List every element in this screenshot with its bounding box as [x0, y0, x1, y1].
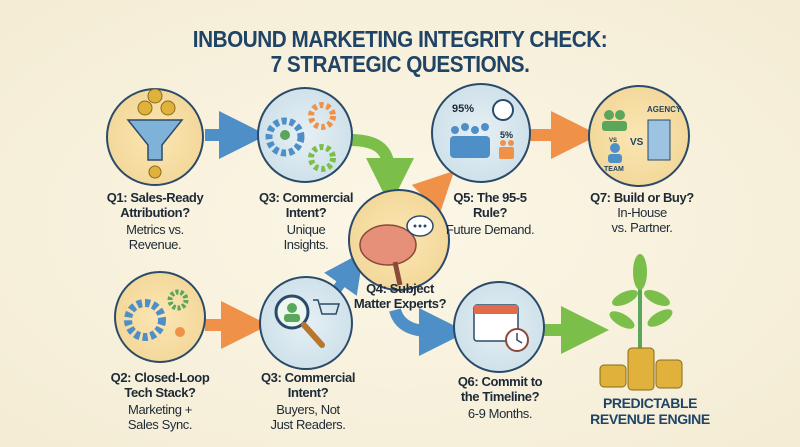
funnel-coins-icon [106, 88, 204, 186]
magnifier-cart-icon [259, 276, 353, 370]
vs-large: VS [630, 137, 644, 148]
q2-sub-1: Marketing + [128, 402, 192, 417]
outcome-label: PREDICTABLE REVENUE ENGINE [575, 395, 725, 427]
q1-sub-2: Revenue. [128, 237, 182, 252]
q3a-title-2: Intent? [285, 205, 327, 220]
team-label: TEAM [604, 166, 624, 173]
q4-title-1: Q4: Subject [366, 281, 434, 296]
arrow-q3-q4b [324, 251, 364, 296]
calendar-clock-icon [453, 281, 545, 373]
stat-5: 5% [500, 130, 513, 140]
step-q3-bottom: Q3: Commercial Intent? Buyers, Not Just … [233, 370, 383, 432]
brain-speech-icon [348, 189, 450, 291]
q2-title-1: Q2: Closed-Loop [110, 370, 210, 385]
agency-label: AGENCY [647, 105, 682, 114]
q1-title-2: Attribution? [120, 205, 190, 220]
q5-title-1: Q5: The 95-5 [453, 190, 527, 205]
q3b-sub-1: Buyers, Not [276, 402, 340, 417]
plant-coins-icon [599, 254, 683, 391]
q3a-title-1: Q3: Commercial [258, 190, 354, 205]
q3a-sub-1: Unique [286, 222, 326, 237]
q3b-title-1: Q3: Commercial [260, 370, 356, 385]
step-q2: Q2: Closed-Loop Tech Stack? Marketing + … [85, 370, 235, 432]
arrow-q4-q6 [389, 307, 467, 356]
q3b-sub-2: Just Readers. [270, 417, 346, 432]
q6-title-1: Q6: Commit to [457, 374, 543, 389]
q1-sub-1: Metrics vs. [126, 222, 184, 237]
flow-arrows [205, 111, 609, 356]
q2-sub-2: Sales Sync. [127, 417, 193, 432]
q7-sub-2: vs. Partner. [611, 220, 673, 235]
arrow-q3-q4 [349, 134, 414, 206]
title-line-2: 7 STRATEGIC QUESTIONS. [270, 51, 530, 77]
step-q6: Q6: Commit to the Timeline? 6-9 Months. [425, 374, 575, 421]
outcome-line-1: PREDICTABLE [602, 395, 698, 411]
q3a-sub-2: Insights. [283, 237, 329, 252]
q5-sub-1: Future Demand. [445, 222, 535, 237]
q7-title: Q7: Build or Buy? [590, 190, 694, 205]
q5-title-2: Rule? [472, 205, 508, 220]
step-q4: Q4: Subject Matter Experts? [325, 281, 475, 311]
vs-small: VS [609, 138, 617, 144]
q4-title-2: Matter Experts? [353, 296, 447, 311]
q1-title-1: Q1: Sales-Ready [106, 190, 204, 205]
outcome-line-2: REVENUE ENGINE [590, 411, 710, 427]
step-q3-top: Q3: Commercial Intent? Unique Insights. [231, 190, 381, 252]
q2-title-2: Tech Stack? [124, 385, 196, 400]
stat-95: 95% [452, 103, 474, 115]
step-q5: Q5: The 95-5 Rule? Future Demand. [415, 190, 565, 237]
q6-title-2: the Timeline? [460, 389, 540, 404]
q6-sub-1: 6-9 Months. [467, 406, 533, 421]
q3b-title-2: Intent? [287, 385, 329, 400]
crowd-clock-icon: 95% 5% [431, 83, 531, 183]
team-vs-agency-icon: AGENCY VS VS TEAM [588, 85, 690, 187]
step-q7: Q7: Build or Buy? In-House vs. Partner. [567, 190, 717, 235]
step-q1: Q1: Sales-Ready Attribution? Metrics vs.… [80, 190, 230, 252]
q7-sub-1: In-House [617, 205, 667, 220]
title-line-1: INBOUND MARKETING INTEGRITY CHECK: [192, 26, 608, 52]
gears-hub-icon [114, 271, 206, 363]
gears-icon [257, 87, 353, 183]
